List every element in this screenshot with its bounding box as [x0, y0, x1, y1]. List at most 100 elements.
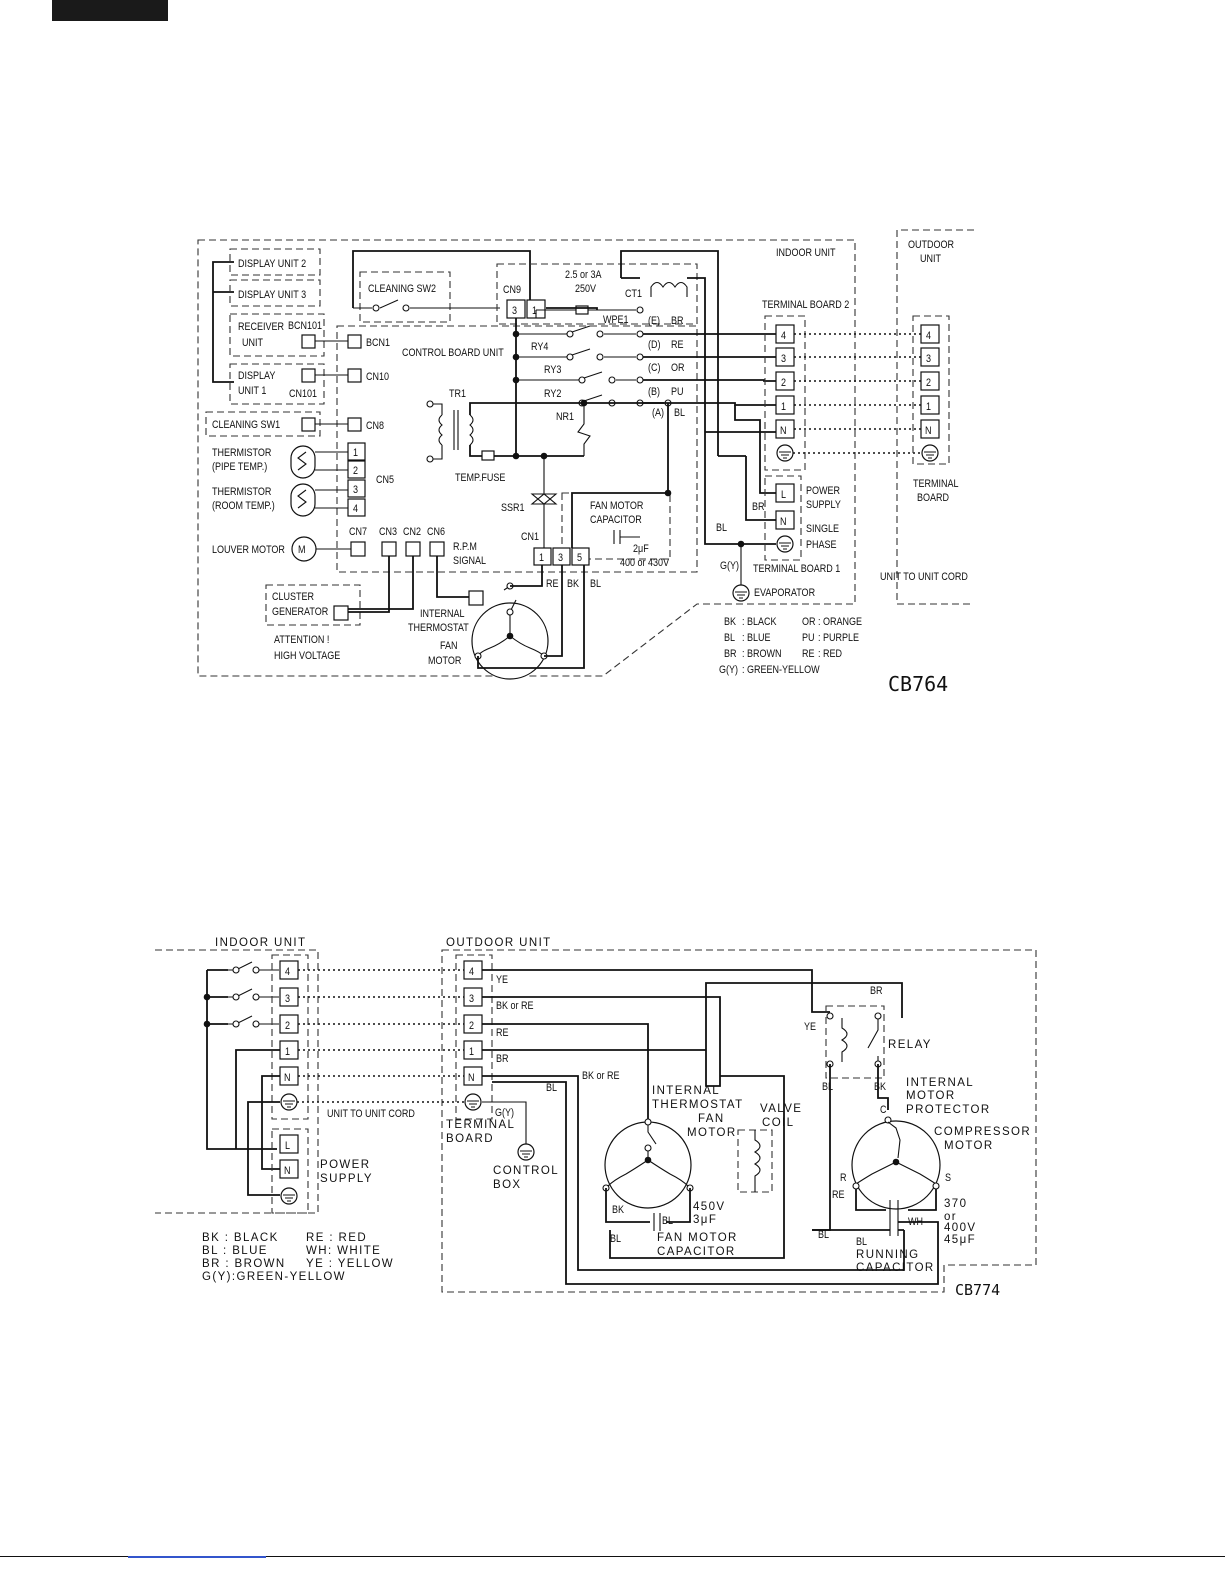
footer-rule [0, 1556, 1225, 1557]
valve-coil-label-2: COIL [762, 1117, 794, 1129]
comp-s [932, 1182, 940, 1190]
fan-motor-label-2b: MOTOR [687, 1127, 737, 1139]
relay-bk-label: BK [874, 1081, 886, 1093]
in-term-n-label: N [284, 1072, 291, 1084]
sw-a2 [252, 966, 260, 974]
ct1-node [636, 306, 644, 314]
legend-2-r2-c1: YE : YELLOW [306, 1258, 394, 1270]
cleaning-sw2-switch [353, 299, 500, 309]
ye-wire [482, 969, 830, 1013]
indoor-unit-outline-2 [155, 949, 319, 1214]
imp-label-2: MOTOR [906, 1090, 956, 1102]
fan-cap-voltage: 450V [693, 1201, 725, 1213]
thermistor-wires [315, 451, 348, 509]
cn8-label: CN8 [366, 420, 384, 432]
ry3-label: RY3 [544, 364, 562, 376]
control-box-label-1: CONTROL [493, 1165, 559, 1177]
relay-label: RELAY [888, 1039, 932, 1051]
ry2-label: RY2 [544, 388, 562, 400]
run-cap-label-2: CAPACITOR [856, 1262, 935, 1274]
wpe1-d [596, 330, 604, 338]
in-term-2-label: 2 [285, 1020, 290, 1032]
control-board-outline [336, 325, 698, 573]
tb-out-term-4-label: 4 [926, 330, 931, 342]
diagram-code-1: CB764 [888, 672, 948, 696]
cn5-pin-4-label: 4 [353, 503, 358, 515]
bl-run-label: BL [856, 1236, 867, 1248]
legend-2: BK : BLACK RE : RED BL : BLUE WH: WHITE … [202, 1232, 394, 1283]
motor-wire-bk: BK [567, 578, 579, 590]
terminal-board-label-2b: BOARD [446, 1133, 494, 1145]
fan2-mid [644, 1144, 652, 1152]
left-links [315, 340, 348, 425]
fan-motor-label-2: MOTOR [428, 655, 461, 667]
cn1-pin-5-label: 5 [577, 552, 582, 564]
out-tb-dash [455, 954, 493, 1120]
c-label: C [880, 1104, 887, 1116]
power-links [235, 1049, 280, 1196]
br-top-label: BR [870, 985, 883, 997]
legend-1-r0-c1: : BLACK [742, 616, 777, 628]
br-label: BR [752, 501, 765, 513]
cleaning-sw2-label: CLEANING SW2 [368, 283, 436, 295]
fan-motor-1 [471, 602, 549, 680]
internal-thermostat-label-2: THERMOSTAT [408, 622, 469, 634]
wire-ye: YE [496, 974, 508, 986]
legend-2-r1-c1: WH: WHITE [306, 1245, 381, 1257]
tb-out-term-2 [920, 371, 940, 391]
s-label: S [945, 1172, 951, 1184]
display1-label-2: UNIT 1 [238, 385, 267, 397]
legend-1-r1-c0: BL [724, 632, 735, 644]
in-term-3-label: 3 [285, 993, 290, 1005]
cluster-wires [348, 556, 414, 613]
sw2-contact-b [402, 304, 410, 312]
outdoor-unit-label-2: OUTDOOR UNIT [446, 937, 552, 949]
tr1-secondary-leads [469, 402, 516, 457]
cn6-label: CN6 [427, 526, 445, 538]
fan-bl-label: BL [662, 1215, 673, 1227]
thermistor-room-label-2: (ROOM TEMP.) [212, 500, 275, 512]
fan-motor-wires [477, 565, 585, 669]
cn9-pin-3-label: 3 [512, 305, 517, 317]
tap-e-node [636, 330, 644, 338]
relay-ye-label: YE [804, 1021, 816, 1033]
legend-1-r1-c1: : BLUE [742, 632, 771, 644]
cn2-connector [405, 541, 421, 557]
unit-to-unit-cord-label-2: UNIT TO UNIT CORD [327, 1108, 415, 1120]
ct1-wire [620, 250, 719, 456]
tap-d-tag: (D) [648, 339, 661, 351]
comp-windings [855, 1161, 937, 1185]
compressor-label-1: COMPRESSOR [934, 1126, 1031, 1138]
fan-motor-sensor [468, 590, 484, 606]
legend-2-r3-c0: G(Y):GREEN-YELLOW [202, 1271, 346, 1283]
fan2-windings [607, 1159, 689, 1187]
indoor-unit-label: INDOOR UNIT [776, 247, 836, 259]
run-cap-v3: 400V [944, 1222, 976, 1234]
legend-1-r2-c2: RE [802, 648, 815, 660]
sw-a1 [232, 966, 240, 974]
receiver-label-2: UNIT [242, 337, 263, 349]
cn5-pin-2 [347, 460, 366, 479]
legend-1-r3-c1: : GREEN-YELLOW [742, 664, 820, 676]
display-unit-2-label: DISPLAY UNIT 2 [238, 258, 306, 270]
cn8-connector [347, 417, 362, 432]
cn101-connector [301, 368, 316, 383]
comp-r [852, 1182, 860, 1190]
cn5-pin-2-label: 2 [353, 465, 358, 477]
run-cap-wires [812, 1221, 939, 1231]
footer-link[interactable] [128, 1556, 266, 1558]
tb2-dash [764, 315, 806, 471]
tb-out-term-1-label: 1 [926, 401, 931, 413]
temp-fuse-symbol [481, 450, 495, 461]
fan-cap-label-3: 2μF [633, 543, 649, 555]
ps-dash [271, 1128, 309, 1214]
cn9-pin-1-label: 1 [532, 305, 537, 317]
display-unit-3-label: DISPLAY UNIT 3 [238, 289, 306, 301]
power-supply-label-2: SUPPLY [806, 499, 841, 511]
control-box-wire [482, 1101, 527, 1144]
tb2-ground-icon [779, 451, 791, 459]
display1-label-1: DISPLAY [238, 370, 276, 382]
tb-out-ground [921, 444, 939, 462]
tb1-term-n-label: N [780, 516, 787, 528]
relay-n1 [826, 1012, 834, 1020]
